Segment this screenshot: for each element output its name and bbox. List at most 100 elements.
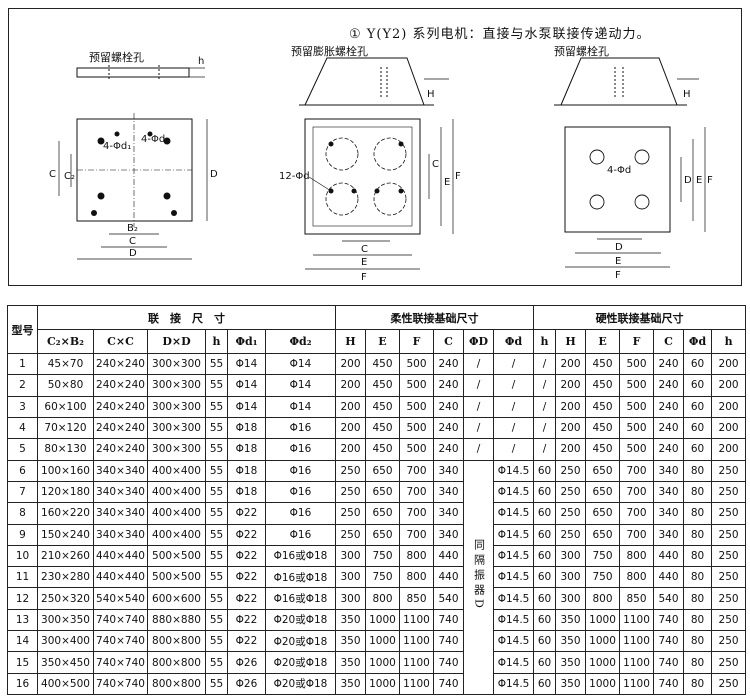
table-cell: Φ14 — [265, 352, 336, 376]
table-cell: 300×300 — [147, 395, 206, 418]
table-cell: 650 — [365, 502, 400, 525]
table-cell: 250×320 — [37, 587, 94, 610]
table-cell: Φ16 — [265, 459, 336, 482]
table-cell: Φ14 — [227, 395, 266, 418]
table-cell: 250 — [335, 459, 366, 482]
svg-text:D: D — [129, 248, 137, 259]
table-cell: 1 — [7, 352, 38, 376]
table-cell: Φ16 — [265, 480, 336, 504]
table-cell: 200 — [335, 416, 366, 440]
table-cell: 240 — [653, 352, 685, 376]
table-cell: 12 — [7, 587, 38, 610]
table-cell: 240 — [433, 374, 464, 397]
table-cell: 740 — [433, 608, 464, 632]
table-cell: 650 — [365, 459, 400, 482]
table-cell: 500×500 — [147, 544, 206, 568]
table-cell: Φ22 — [227, 566, 266, 589]
table-cell: 60 — [683, 352, 713, 376]
svg-text:B₂: B₂ — [127, 223, 138, 234]
column-header: h — [205, 329, 228, 354]
table-cell: 750 — [365, 566, 400, 589]
svg-text:E: E — [444, 177, 450, 188]
table-cell: 60 — [683, 438, 713, 461]
table-cell: 6 — [7, 459, 38, 482]
table-cell: 700 — [399, 480, 434, 504]
table-cell: 740 — [433, 651, 464, 674]
table-cell: 440 — [653, 566, 685, 589]
table-cell: 1000 — [585, 630, 621, 653]
table-cell: Φ22 — [227, 544, 266, 568]
table-cell: 450 — [365, 374, 400, 397]
merged-note-cell: 同隔振器D — [463, 459, 494, 696]
table-cell: 200 — [555, 395, 587, 418]
table-cell: / — [492, 438, 535, 461]
table-cell: Φ16或Φ18 — [265, 544, 336, 568]
column-header: Φd — [683, 329, 713, 354]
table-cell: 55 — [205, 587, 228, 610]
table-cell: 700 — [619, 459, 655, 482]
table-cell: 60 — [533, 630, 557, 653]
merged-note: 同隔振器D — [472, 539, 486, 613]
table-cell: Φ14.5 — [492, 672, 535, 696]
table-cell: 55 — [205, 672, 228, 696]
table-cell: Φ20或Φ18 — [265, 651, 336, 674]
table-cell: 160×220 — [37, 502, 94, 525]
table-cell: Φ14.5 — [492, 630, 535, 653]
column-header: C — [653, 329, 685, 354]
column-header: C×C — [93, 329, 148, 354]
table-cell: 450 — [365, 352, 400, 376]
table-cell: Φ14.5 — [492, 544, 535, 568]
table-cell: 200 — [711, 416, 747, 440]
table-cell: 55 — [205, 438, 228, 461]
table-cell: 250 — [711, 566, 747, 589]
table-cell: Φ22 — [227, 587, 266, 610]
svg-text:F: F — [361, 272, 367, 283]
table-cell: 60 — [533, 502, 557, 525]
svg-text:F: F — [455, 171, 461, 182]
table-cell: 350 — [335, 608, 366, 632]
fig1-elevation — [76, 67, 190, 78]
table-cell: 200 — [335, 352, 366, 376]
column-header: h — [711, 329, 747, 354]
table-cell: 740 — [653, 608, 685, 632]
table-cell: 340 — [653, 480, 685, 504]
table-cell: 300×300 — [147, 352, 206, 376]
fig3-drawing: 预留螺栓孔 H 4-Φd D E F D E — [554, 44, 713, 281]
table-cell: Φ20或Φ18 — [265, 608, 336, 632]
table-cell: 250 — [335, 480, 366, 504]
table-cell: 300 — [555, 544, 587, 568]
table-cell: 400×400 — [147, 459, 206, 482]
table-cell: 350×450 — [37, 651, 94, 674]
table-cell: Φ14.5 — [492, 651, 535, 674]
table-cell: 1100 — [399, 608, 434, 632]
table-cell: 740×740 — [93, 630, 148, 653]
table-cell: 500 — [399, 374, 434, 397]
svg-text:F: F — [707, 175, 713, 186]
table-cell: 1000 — [585, 672, 621, 696]
table-cell: Φ16 — [265, 438, 336, 461]
table-cell: / — [463, 352, 494, 376]
table-cell: 60 — [683, 416, 713, 440]
table-cell: 80×130 — [37, 438, 94, 461]
fig2-drawing: 预留膨胀螺栓孔 H 12-Φd C E — [279, 44, 461, 283]
table-cell: 450 — [585, 438, 621, 461]
table-cell: 70×120 — [37, 416, 94, 440]
table-cell: 740×740 — [93, 608, 148, 632]
table-cell: 55 — [205, 523, 228, 546]
table-cell: 240 — [433, 438, 464, 461]
table-cell: 1100 — [399, 672, 434, 696]
column-header: ΦD — [463, 329, 494, 354]
table-cell: 500 — [619, 374, 655, 397]
table-cell: 500 — [619, 352, 655, 376]
table-cell: 750 — [585, 566, 621, 589]
table-cell: 250 — [555, 523, 587, 546]
table-cell: Φ26 — [227, 651, 266, 674]
table-cell: 150×240 — [37, 523, 94, 546]
table-cell: 350 — [555, 651, 587, 674]
svg-text:C: C — [432, 159, 439, 170]
svg-text:D: D — [210, 169, 218, 180]
svg-text:4-Φd₂: 4-Φd₂ — [141, 134, 169, 145]
table-cell: 450 — [585, 416, 621, 440]
